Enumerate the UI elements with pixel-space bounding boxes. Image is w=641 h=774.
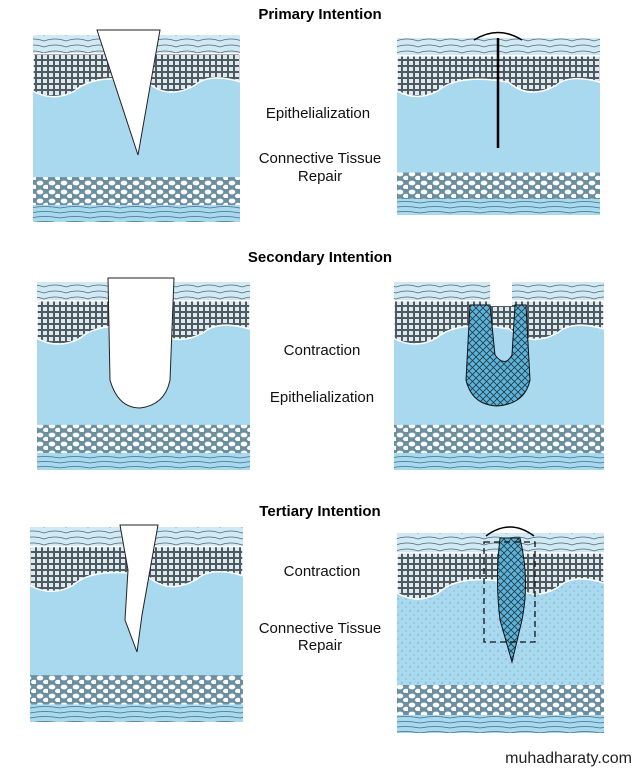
watermark: muhadharaty.com [505, 750, 632, 767]
fat-layer [33, 177, 240, 206]
panel-primary-sutured [396, 31, 601, 215]
panel-tertiary-closed [396, 526, 605, 733]
fascia-layer [33, 205, 240, 222]
label-contraction: Contraction [284, 563, 361, 580]
label-epithelialization: Epithelialization [270, 389, 374, 406]
fat-layer [394, 424, 604, 454]
open-wound [107, 277, 175, 409]
label-connective-tissue: Connective Tissue [259, 620, 382, 637]
fascia-layer [397, 715, 604, 733]
wound-gap [490, 280, 512, 306]
fascia-layer [30, 704, 243, 722]
cell-layer [393, 300, 605, 345]
label-repair: Repair [298, 168, 342, 185]
granulation-tissue [497, 537, 527, 664]
panel-secondary-open [36, 277, 251, 470]
fat-layer [37, 424, 250, 454]
panel-primary-wound [32, 29, 241, 222]
label-connective-tissue: Connective Tissue [259, 150, 382, 167]
incision-wound [96, 29, 161, 156]
fat-layer [397, 172, 600, 200]
delayed-wound [119, 524, 159, 653]
section-title-secondary: Secondary Intention [248, 249, 392, 266]
suture-icon [485, 526, 535, 537]
section-title-tertiary: Tertiary Intention [259, 503, 380, 520]
fat-layer [397, 685, 604, 715]
label-contraction: Contraction [284, 342, 361, 359]
granulation-tissue [465, 304, 531, 407]
suture-icon [473, 31, 523, 41]
fascia-layer [397, 199, 600, 215]
panel-secondary-healing [393, 280, 605, 470]
label-epithelialization: Epithelialization [266, 105, 370, 122]
fat-layer [30, 675, 243, 705]
label-repair: Repair [298, 637, 342, 654]
panel-tertiary-open [29, 524, 244, 722]
section-title-primary: Primary Intention [258, 6, 381, 23]
fascia-layer [37, 453, 250, 470]
wound-outline [483, 541, 536, 643]
fascia-layer [394, 453, 604, 470]
